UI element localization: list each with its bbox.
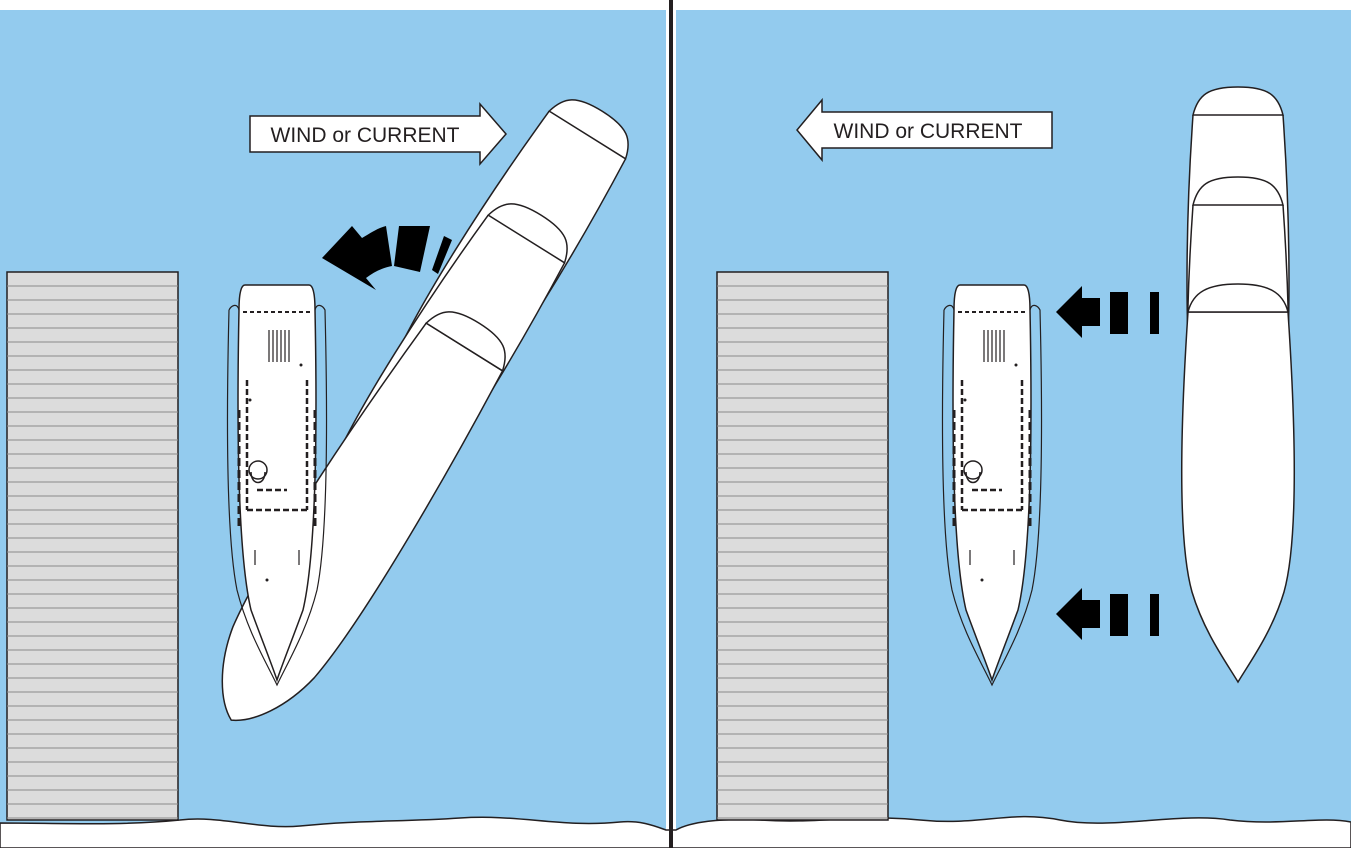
wind-label-left: WIND or CURRENT (271, 124, 460, 147)
vertical-boat-sequence (1182, 87, 1295, 682)
dock-deck (717, 272, 888, 820)
dock-left (7, 272, 178, 820)
shoreline (0, 817, 1351, 848)
dock-right (717, 272, 888, 820)
dock-deck (7, 272, 178, 820)
wind-label-right: WIND or CURRENT (834, 120, 1023, 143)
